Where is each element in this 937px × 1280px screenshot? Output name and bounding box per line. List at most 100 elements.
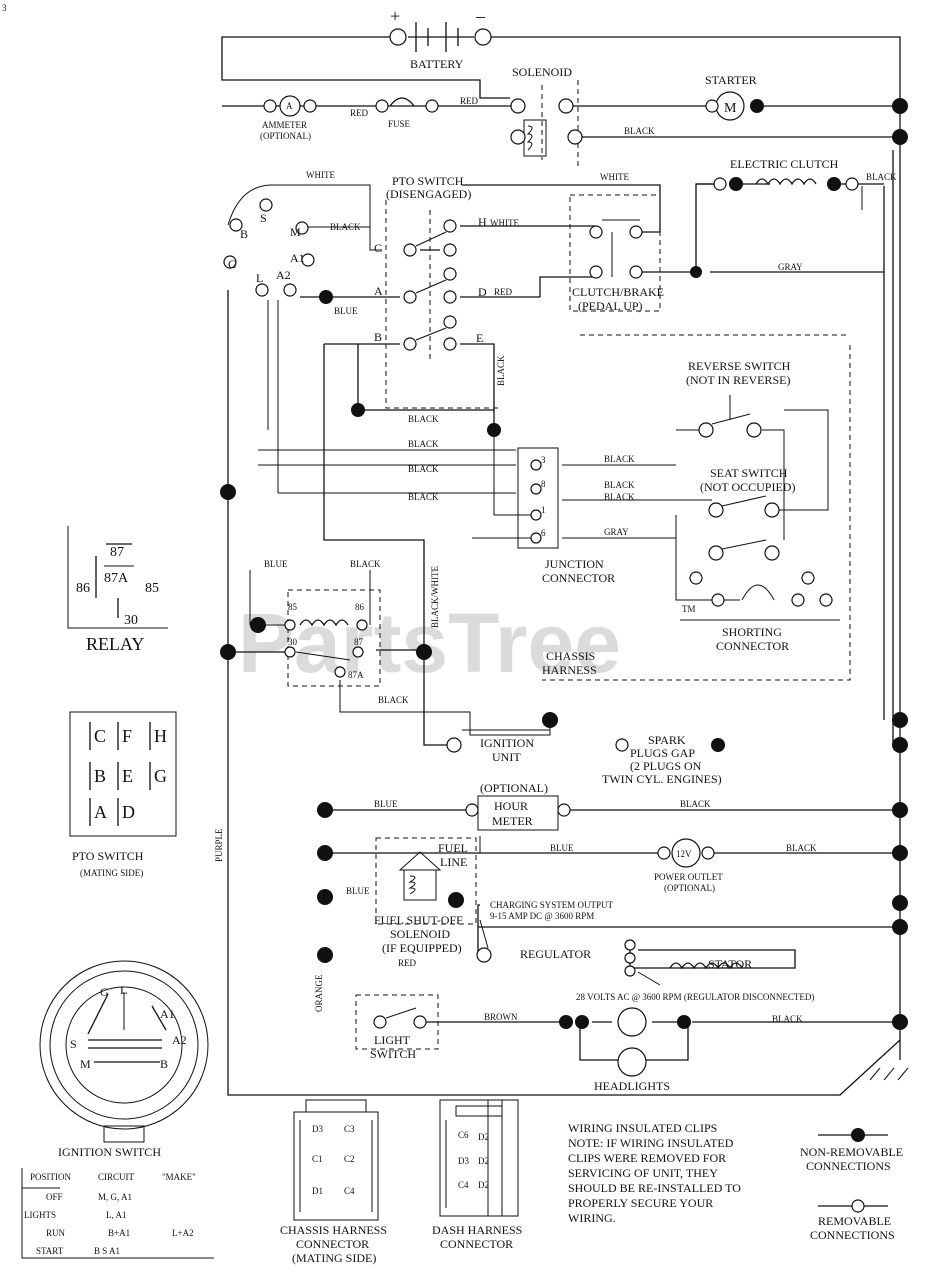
light-switch-label-1: LIGHT [374,1033,411,1047]
frame-connections [220,98,908,1030]
term-E: E [476,331,483,345]
charging-label-2: 9-15 AMP DC @ 3600 RPM [490,911,594,921]
pto-switch-contacts [403,210,457,360]
fuel-solenoid-label-3: (IF EQUIPPED) [382,941,462,955]
wire-label: BLACK [866,172,897,182]
reverse-switch-label: REVERSE SWITCH [688,359,791,373]
pto-mating-title: PTO SWITCH [72,849,144,863]
spark-label-3: (2 PLUGS ON [630,759,702,773]
pto-pin: G [154,766,167,786]
wire-label: BLUE [346,886,370,896]
ignition-unit-label-2: UNIT [492,750,521,764]
wire-label: BLACK [330,222,361,232]
wire-label: GRAY [778,262,803,272]
fuse-symbol [375,97,439,113]
relay-legend-87: 87 [110,545,124,560]
junction-label-2: CONNECTOR [542,571,615,585]
legend-nonremovable-2: CONNECTIONS [806,1159,891,1173]
dash-pin: C4 [458,1180,469,1190]
hour-meter [465,795,571,831]
ign-table-cell: L, A1 [106,1210,127,1220]
pto-pin: E [122,766,133,786]
junction-pin-8: 8 [541,479,546,489]
wire-label: BLACK [624,126,655,136]
wire-label: RED [350,108,369,118]
stator-label: STATOR [708,957,752,971]
wire-label: BLACK [408,464,439,474]
charging-label-1: CHARGING SYSTEM OUTPUT [490,900,614,910]
wire-label: BROWN [484,1012,518,1022]
term-A: A [374,284,383,298]
term-B: B [240,227,248,241]
wire-label: BLUE [374,799,398,809]
term-L: L [256,271,263,285]
dash-pin: D2 [478,1180,489,1190]
chassis-pin: D3 [312,1124,323,1134]
wire-label: BLACK [378,695,409,705]
ign-table-cell: B+A1 [108,1228,130,1238]
wire-label: BLACK [496,355,506,386]
ignition-unit-label-1: IGNITION [480,736,534,750]
wire-label: ORANGE [314,974,324,1012]
ign-table-cell: OFF [46,1192,63,1202]
relay-legend-87A: 87A [104,571,129,586]
dash-harness-connector [439,1099,519,1217]
ign-table-cell: M, G, A1 [98,1192,132,1202]
junction-pin-3: 3 [541,455,546,465]
wire-label: BLUE [264,559,288,569]
wire-label: BLACK [680,799,711,809]
pto-switch-title: PTO SWITCH [392,174,464,188]
chassis-pin: C4 [344,1186,355,1196]
spark-label-4: TWIN CYL. ENGINES) [602,772,722,786]
relay-86: 86 [355,602,365,612]
starter-symbol [705,91,764,121]
note-line: NOTE: IF WIRING INSULATED [568,1136,734,1150]
relay-87A: 87A [348,670,364,680]
battery-plus: + [390,6,400,26]
wire-label: BLACK/WHITE [430,566,440,628]
pto-switch-state: (DISENGAGED) [386,187,471,201]
fuel-solenoid-label-1: FUEL SHUT-OFF [374,913,463,927]
wire-label: BLUE [334,306,358,316]
wire-label: BLACK [786,843,817,853]
clutch-brake-label: CLUTCH/BRAKE [572,285,664,299]
ign-label-L: L [120,983,127,997]
wire-label: WHITE [600,172,629,182]
note-line: CLIPS WERE REMOVED FOR [568,1151,726,1165]
legend-removable-1: REMOVABLE [818,1214,891,1228]
ignition-switch-terminals [223,184,501,437]
term-S: S [260,211,267,225]
watermark-tm: TM [682,604,696,614]
ground-symbol [869,1067,909,1081]
shorting-connector [689,571,833,607]
pto-pin: D [122,802,135,822]
chassis-pin: C1 [312,1154,323,1164]
ignition-unit [446,712,558,753]
relay-legend-85: 85 [145,581,159,596]
pto-mating-box [69,711,177,837]
fuel-solenoid-label-2: SOLENOID [390,927,450,941]
ignition-switch-drawing [39,960,209,1143]
ign-label-M: M [80,1057,91,1071]
chassis-pin: D1 [312,1186,323,1196]
ign-label-A2: A2 [172,1033,187,1047]
junction-label-1: JUNCTION [545,557,604,571]
wire-label: WHITE [490,218,519,228]
relay-legend-30: 30 [124,613,138,628]
hour-meter-label-2: METER [492,814,533,828]
electric-clutch-symbol [713,177,859,191]
chassis-harness-connector [293,1099,379,1221]
spark-plugs [615,738,725,752]
ign-table-header: CIRCUIT [98,1172,135,1182]
headlights-label: HEADLIGHTS [594,1079,670,1093]
relay-schematic [220,617,432,678]
wire-label: WHITE [306,170,335,180]
relay-legend-title: RELAY [86,634,144,654]
chassis-harness-label-1: CHASSIS [546,649,595,663]
light-switch [373,1007,427,1029]
wire-label: PURPLE [214,828,224,862]
ign-table-header: POSITION [30,1172,72,1182]
note-line: SERVICING OF UNIT, THEY [568,1166,718,1180]
pto-mating-sub: (MATING SIDE) [80,868,143,878]
